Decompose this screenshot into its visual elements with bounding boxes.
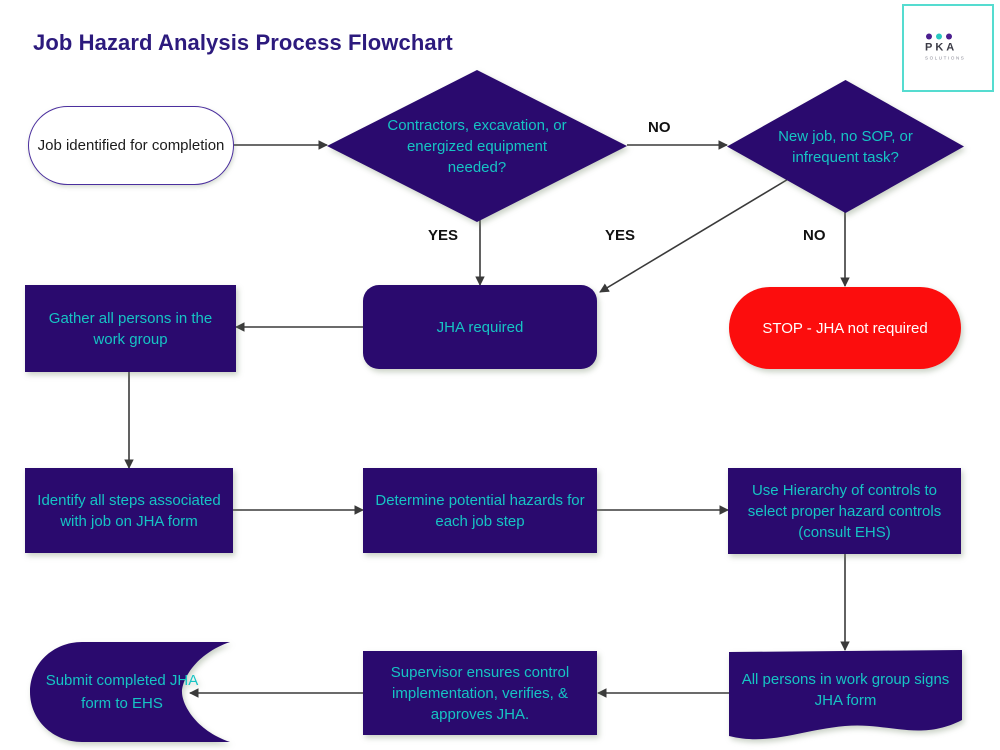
node-decision-contractors-label: Contractors, excavation, or energized eq…: [387, 116, 567, 176]
node-decision-contractors[interactable]: Contractors, excavation, or energized eq…: [327, 70, 627, 222]
edge-label-decision1-no: NO: [648, 119, 671, 136]
page-title: Job Hazard Analysis Process Flowchart: [33, 30, 453, 55]
node-supervisor-approves-label: Supervisor ensures control implementatio…: [390, 663, 570, 723]
node-determine-hazards[interactable]: Determine potential hazards for each job…: [363, 468, 597, 553]
node-gather-persons[interactable]: Gather all persons in the work group: [25, 285, 236, 372]
node-submit-jha-form[interactable]: Submit completed JHA form to EHS: [30, 640, 230, 744]
logo-dot-1-icon: [926, 33, 932, 40]
node-start[interactable]: Job identified for completion: [28, 106, 234, 185]
pka-solutions-logo: PKA SOLUTIONS: [902, 4, 994, 92]
node-sign-jha-form-label: All persons in work group signs JHA form: [741, 671, 950, 709]
node-identify-steps[interactable]: Identify all steps associated with job o…: [25, 468, 233, 553]
logo-dot-3-icon: [946, 33, 952, 40]
logo-name: PKA: [925, 41, 958, 54]
node-submit-jha-form-label: Submit completed JHA form to EHS: [45, 672, 199, 712]
logo-tagline: SOLUTIONS: [925, 55, 966, 61]
delay-shape: [30, 642, 230, 742]
logo-dots: [925, 33, 971, 40]
node-supervisor-approves[interactable]: Supervisor ensures control implementatio…: [363, 651, 597, 735]
node-identify-steps-label: Identify all steps associated with job o…: [37, 491, 221, 530]
edge-label-decision2-yes: YES: [605, 227, 636, 244]
node-gather-persons-label: Gather all persons in the work group: [48, 309, 213, 348]
node-hierarchy-controls[interactable]: Use Hierarchy of controls to select prop…: [728, 468, 961, 554]
node-jha-required-label: JHA required: [436, 318, 524, 336]
edge-label-decision2-no: NO: [803, 227, 826, 244]
document-shape: [729, 650, 962, 740]
node-decision-new-job[interactable]: New job, no SOP, or infrequent task?: [727, 80, 964, 213]
node-hierarchy-controls-label: Use Hierarchy of controls to select prop…: [747, 481, 942, 541]
logo-dot-2-icon: [936, 33, 942, 40]
node-sign-jha-form[interactable]: All persons in work group signs JHA form: [729, 650, 962, 740]
node-jha-required[interactable]: JHA required: [363, 285, 597, 369]
node-stop-jha-not-required[interactable]: STOP - JHA not required: [729, 287, 961, 369]
node-start-label: Job identified for completion: [37, 136, 225, 154]
edge-label-decision1-yes: YES: [428, 227, 459, 244]
node-decision-new-job-label: New job, no SOP, or infrequent task?: [778, 127, 913, 166]
node-stop-label: STOP - JHA not required: [762, 319, 928, 337]
node-determine-hazards-label: Determine potential hazards for each job…: [375, 491, 585, 530]
